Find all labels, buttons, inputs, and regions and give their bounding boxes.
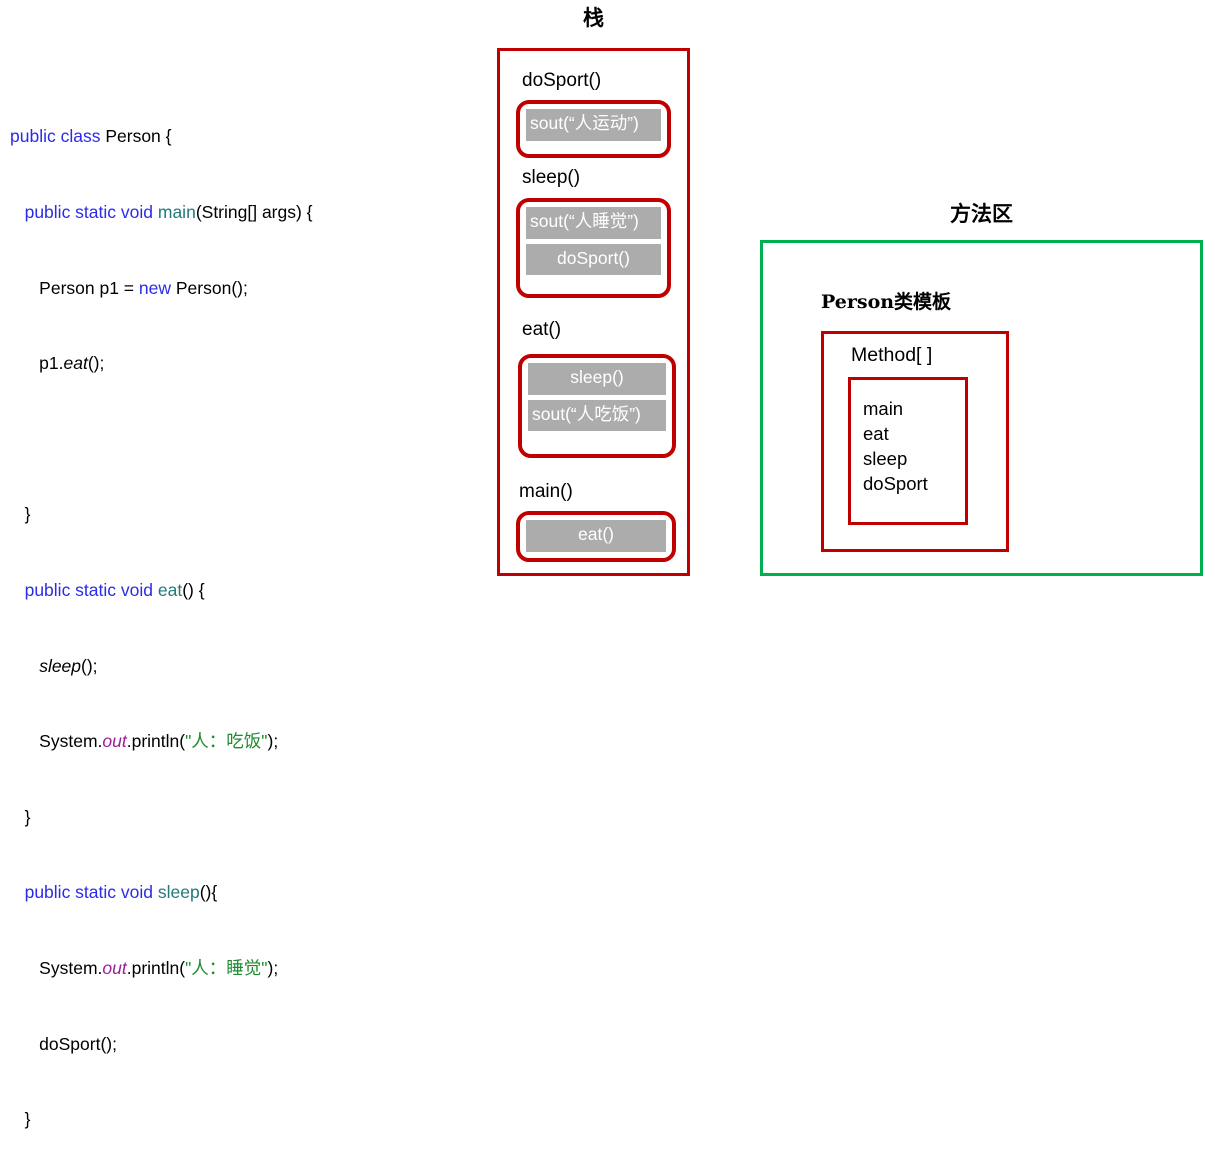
stack-frame-sleep: sout(“人睡觉”) doSport() — [516, 198, 671, 298]
stack-cell-eat: eat() — [526, 520, 666, 552]
stack-frame-label-eat: eat() — [522, 319, 562, 340]
code-line: System.out.println("人：睡觉"); — [10, 957, 279, 978]
stack-title: 栈 — [583, 5, 604, 30]
stack-frame-label-sleep: sleep() — [522, 167, 581, 188]
stack-cell-sleep: sleep() — [528, 363, 666, 395]
stack-cell-sout-yundong: sout(“人运动”) — [526, 109, 661, 141]
stack-frame-main: eat() — [516, 511, 676, 562]
stack-cell-dosport: doSport() — [526, 243, 661, 275]
method-array-container: Method[ ] main eat sleep doSport — [821, 331, 1009, 552]
method-list-item: eat — [863, 423, 889, 444]
stack-cell-sout-chifan: sout(“人吃饭”) — [528, 399, 666, 431]
person-class-template-label: Person类模板 — [821, 291, 952, 313]
method-list-item: doSport — [863, 473, 928, 494]
stack-frame-label-main: main() — [519, 481, 573, 502]
stack-frame-eat: sleep() sout(“人吃饭”) — [518, 354, 676, 458]
stack-cell-sout-shuijiao: sout(“人睡觉”) — [526, 207, 661, 239]
stack-frame-dosport: sout(“人运动”) — [516, 100, 671, 158]
code-line: Person p1 = new Person(); — [10, 277, 248, 298]
java-source-code-panel: public class Person { public static void… — [10, 74, 470, 1172]
code-line: } — [10, 504, 31, 525]
code-line-blank — [10, 427, 470, 452]
code-line: public static void eat() { — [24, 579, 205, 600]
method-name-list: main eat sleep doSport — [848, 377, 968, 525]
method-array-label: Method[ ] — [851, 344, 933, 366]
code-line: sleep(); — [39, 655, 98, 676]
code-line: System.out.println("人：吃饭"); — [10, 731, 279, 752]
code-line: public class Person { — [10, 126, 172, 147]
code-line: p1.eat(); — [10, 353, 105, 374]
code-line: public static void main(String[] args) { — [24, 202, 313, 222]
method-list-item: main — [863, 398, 904, 419]
method-list-item: sleep — [863, 448, 908, 469]
code-line: } — [10, 1109, 31, 1130]
stack-frame-label-dosport: doSport() — [522, 70, 602, 91]
method-area-title: 方法区 — [950, 201, 1013, 226]
code-line: } — [10, 806, 31, 827]
code-line: doSport(); — [10, 1033, 117, 1054]
code-line: public static void sleep(){ — [24, 882, 218, 903]
